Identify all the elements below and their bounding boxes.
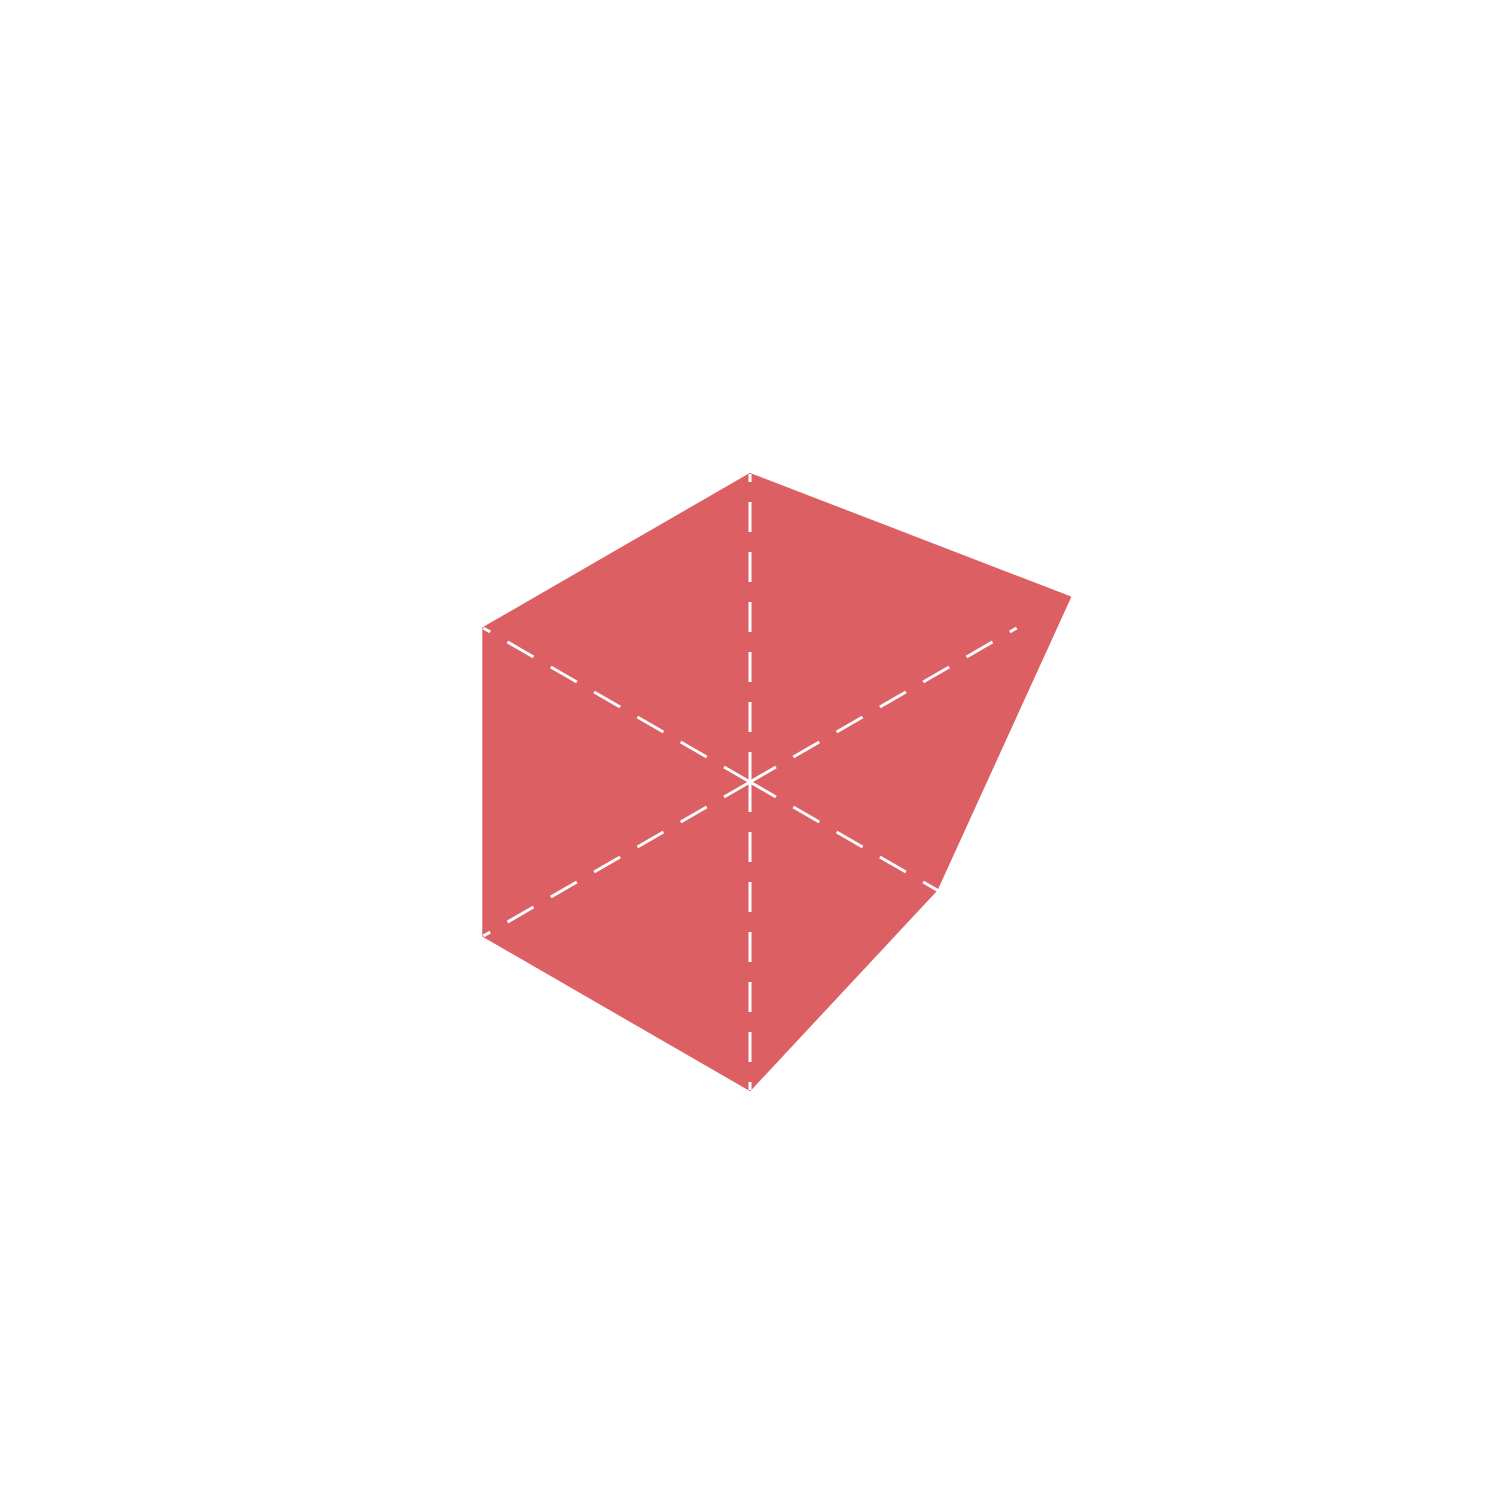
axis-line-2 (749, 780, 1018, 938)
axis-line-4 (482, 780, 751, 938)
axis-line-5 (482, 626, 751, 784)
series-polygon-0 (482, 473, 1072, 1091)
series-0-point-1 (1069, 596, 1072, 599)
axes-layer (482, 474, 1018, 1090)
axis-line-1 (749, 626, 1018, 784)
series-layer (482, 473, 1072, 1091)
